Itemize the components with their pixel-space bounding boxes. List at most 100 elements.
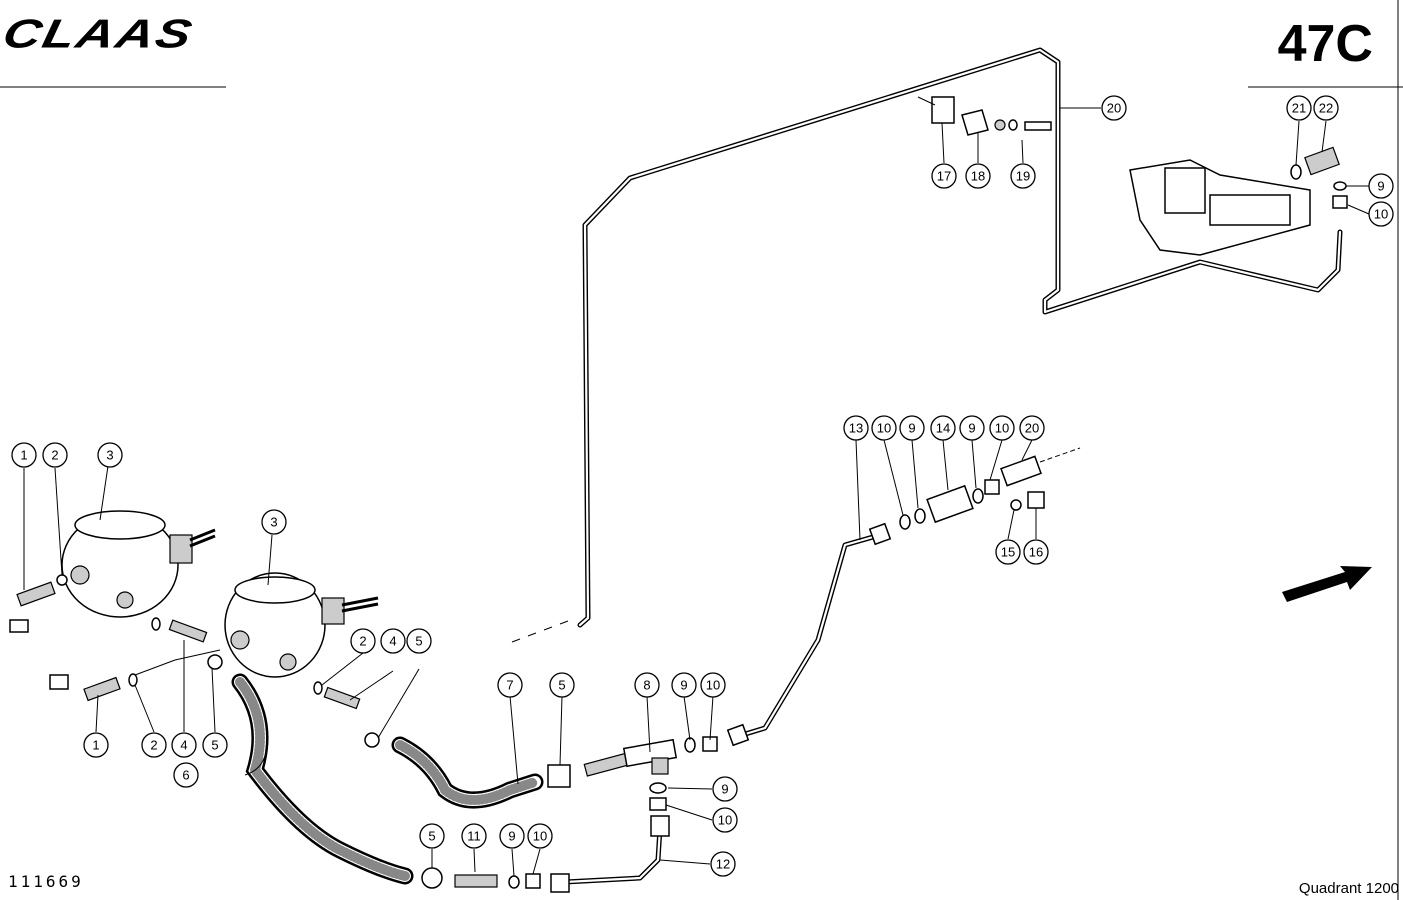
- brake-chamber-right: [224, 572, 379, 678]
- brake-pipe-13: [726, 522, 892, 747]
- svg-text:5: 5: [558, 678, 565, 693]
- svg-text:19: 19: [1016, 169, 1030, 184]
- svg-text:18: 18: [971, 169, 985, 184]
- svg-text:17: 17: [937, 169, 951, 184]
- callout-labels: 1 2 3 3 1 2 4 5 6 2 4 5 7 5 8 9 10 9 10 …: [11, 95, 1394, 877]
- callout-4: 4: [171, 732, 197, 758]
- callout-10: 10: [989, 415, 1015, 441]
- svg-text:6: 6: [182, 768, 189, 783]
- callout-15: 15: [995, 539, 1021, 565]
- hose-6: [231, 673, 414, 885]
- svg-text:13: 13: [849, 421, 863, 436]
- callout-1: 1: [83, 732, 109, 758]
- svg-text:3: 3: [106, 448, 113, 463]
- brake-chamber-left: [61, 510, 216, 618]
- svg-text:9: 9: [508, 829, 515, 844]
- leader-lines: [23, 96, 1370, 877]
- page-number: 47C: [1277, 15, 1373, 73]
- svg-text:12: 12: [716, 857, 730, 872]
- svg-text:9: 9: [1377, 179, 1384, 194]
- callout-10: 10: [871, 415, 897, 441]
- svg-text:10: 10: [533, 829, 547, 844]
- svg-text:10: 10: [877, 421, 891, 436]
- callout-5: 5: [419, 823, 445, 849]
- callout-1: 1: [11, 442, 37, 468]
- callout-20: 20: [1101, 95, 1127, 121]
- callout-10: 10: [700, 672, 726, 698]
- svg-text:9: 9: [908, 421, 915, 436]
- callout-9: 9: [712, 776, 738, 802]
- svg-text:4: 4: [389, 634, 396, 649]
- callout-14: 14: [930, 415, 956, 441]
- brake-pipe-long: [511, 47, 1343, 643]
- callout-10: 10: [712, 807, 738, 833]
- svg-text:22: 22: [1319, 101, 1333, 116]
- svg-text:14: 14: [936, 421, 950, 436]
- callout-2: 2: [42, 442, 68, 468]
- brake-pipe-12: [550, 815, 670, 893]
- drawing-number: 111669: [8, 872, 84, 891]
- svg-text:15: 15: [1001, 545, 1015, 560]
- svg-text:9: 9: [968, 421, 975, 436]
- svg-text:2: 2: [51, 448, 58, 463]
- callout-8: 8: [634, 672, 660, 698]
- callout-4: 4: [380, 628, 406, 654]
- callout-9: 9: [899, 415, 925, 441]
- svg-text:9: 9: [680, 678, 687, 693]
- hose-7: [391, 736, 544, 809]
- callout-17: 17: [931, 163, 957, 189]
- callout-22: 22: [1313, 95, 1339, 121]
- svg-text:11: 11: [467, 829, 481, 844]
- model-name: Quadrant 1200: [1298, 880, 1399, 897]
- callout-19: 19: [1010, 163, 1036, 189]
- direction-arrow: [1282, 566, 1372, 602]
- callout-5: 5: [549, 672, 575, 698]
- svg-text:3: 3: [270, 515, 277, 530]
- callout-3: 3: [261, 509, 287, 535]
- svg-text:4: 4: [180, 738, 187, 753]
- svg-text:5: 5: [211, 738, 218, 753]
- callout-20: 20: [1019, 415, 1045, 441]
- svg-text:10: 10: [995, 421, 1009, 436]
- callout-6: 6: [173, 762, 199, 788]
- fittings: [9, 96, 1081, 889]
- svg-text:10: 10: [706, 678, 720, 693]
- svg-text:8: 8: [643, 678, 650, 693]
- svg-text:20: 20: [1107, 101, 1121, 116]
- svg-text:1: 1: [92, 738, 99, 753]
- callout-12: 12: [710, 851, 736, 877]
- brake-valve: [1129, 146, 1348, 256]
- callout-5: 5: [406, 628, 432, 654]
- callout-9: 9: [671, 672, 697, 698]
- svg-text:21: 21: [1292, 101, 1306, 116]
- callout-21: 21: [1286, 95, 1312, 121]
- callout-5: 5: [202, 732, 228, 758]
- svg-text:2: 2: [150, 738, 157, 753]
- callout-18: 18: [965, 163, 991, 189]
- callout-7: 7: [497, 672, 523, 698]
- svg-text:10: 10: [1374, 207, 1388, 222]
- callout-9: 9: [499, 823, 525, 849]
- callout-13: 13: [843, 415, 869, 441]
- callout-16: 16: [1023, 539, 1049, 565]
- callout-11: 11: [461, 823, 487, 849]
- svg-text:7: 7: [506, 678, 513, 693]
- callout-9: 9: [959, 415, 985, 441]
- svg-text:9: 9: [721, 782, 728, 797]
- svg-text:2: 2: [359, 634, 366, 649]
- callout-2: 2: [350, 628, 376, 654]
- callout-10: 10: [527, 823, 553, 849]
- svg-text:16: 16: [1029, 545, 1043, 560]
- callout-2: 2: [141, 732, 167, 758]
- svg-text:5: 5: [415, 634, 422, 649]
- svg-text:10: 10: [718, 813, 732, 828]
- svg-text:20: 20: [1025, 421, 1039, 436]
- svg-text:1: 1: [20, 448, 27, 463]
- svg-text:5: 5: [428, 829, 435, 844]
- callout-10: 10: [1368, 201, 1394, 227]
- callout-9: 9: [1368, 173, 1394, 199]
- callout-3: 3: [97, 442, 123, 468]
